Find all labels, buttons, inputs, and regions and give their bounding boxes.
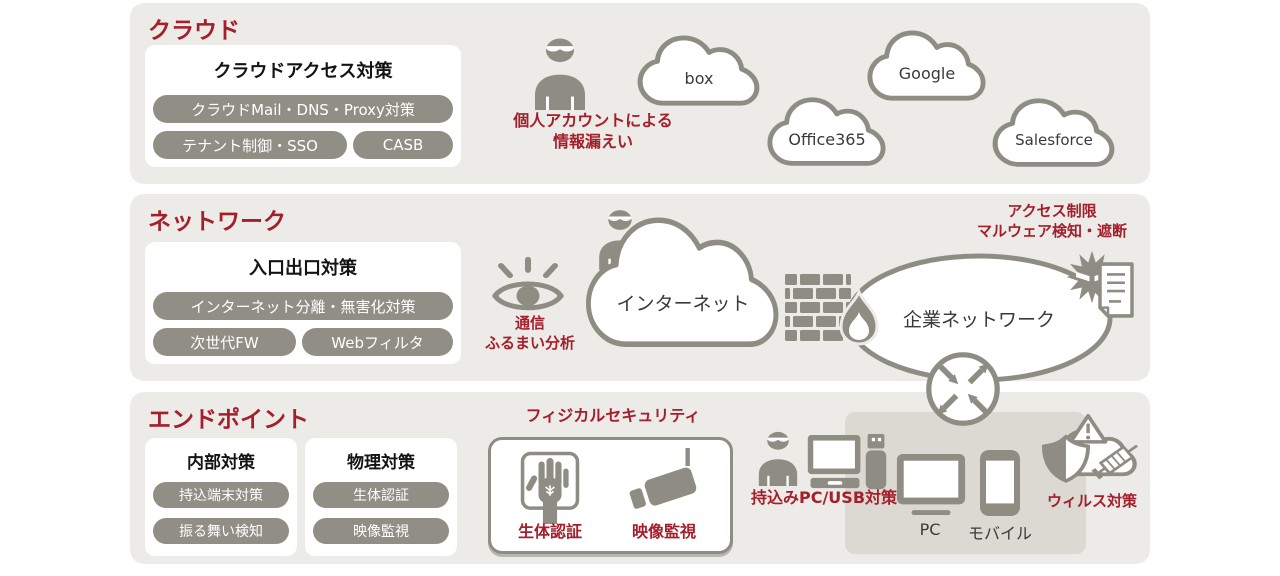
cloud-service-label: Salesforce <box>1015 131 1093 149</box>
physical-security-title: フィジカルセキュリティ <box>525 406 701 425</box>
camera-label: 映像監視 <box>631 522 696 541</box>
pill-internet-isolation: インターネット分離・無害化対策 <box>153 292 453 320</box>
pill-video-surveillance: 映像監視 <box>313 518 449 544</box>
section-cloud: クラウド クラウドアクセス対策 クラウドMail・DNS・Proxy対策 テナン… <box>130 3 1150 184</box>
pill-casb: CASB <box>353 131 453 159</box>
cloud-service-label: Google <box>898 63 956 83</box>
biometric-label: 生体認証 <box>517 522 582 541</box>
physical-measures-title: 物理対策 <box>347 453 415 473</box>
pill-biometric: 生体認証 <box>313 482 449 508</box>
antivirus-caption: ウィルス対策 <box>1046 492 1137 510</box>
cloud-access-card: クラウドアクセス対策 クラウドMail・DNS・Proxy対策 テナント制御・S… <box>145 45 461 167</box>
eye-icon <box>488 256 568 318</box>
attacker-icon <box>530 36 590 110</box>
access-restriction-caption: アクセス制限 マルウェア検知・遮断 <box>976 202 1127 240</box>
pill-byod-terminal: 持込端末対策 <box>153 482 289 508</box>
section-network-title: ネットワーク <box>148 209 286 235</box>
cloud-access-card-title: クラウドアクセス対策 <box>213 61 393 82</box>
physical-measures-card: 物理対策 生体認証 映像監視 <box>305 438 457 556</box>
byod-caption: 持込みPC/USB対策 <box>750 488 898 507</box>
router-icon <box>925 351 1001 427</box>
mobile-label: モバイル <box>967 524 1032 543</box>
gateway-card: 入口出口対策 インターネット分離・無害化対策 次世代FW Webフィルタ <box>145 242 461 364</box>
gateway-card-title: 入口出口対策 <box>249 258 357 279</box>
attacker-icon <box>755 430 801 486</box>
pc-label: PC <box>919 520 941 539</box>
flame-icon <box>836 287 882 348</box>
document-icon <box>1095 262 1137 318</box>
cloud-icon-salesforce: Salesforce <box>988 96 1120 172</box>
firewall-icon <box>785 274 851 346</box>
physical-security-box: 生体認証 映像監視 <box>488 437 733 554</box>
usb-icon <box>862 433 890 491</box>
antivirus-shield-icon <box>1038 414 1144 494</box>
internet-cloud-icon: インターネット <box>577 211 789 359</box>
internal-measures-title: 内部対策 <box>187 453 255 473</box>
internet-label: インターネット <box>616 292 750 315</box>
pill-ngfw: 次世代FW <box>153 328 296 356</box>
pill-tenant-sso: テナント制御・SSO <box>153 131 347 159</box>
section-endpoint: エンドポイント 内部対策 持込端末対策 振る舞い検知 物理対策 生体認証 映像監… <box>130 392 1150 564</box>
cloud-icon-office365: Office365 <box>763 95 891 171</box>
hand-scanner-icon <box>519 450 581 524</box>
section-endpoint-title: エンドポイント <box>148 407 309 433</box>
cloud-threat-caption: 個人アカウントによる 情報漏えい <box>513 111 673 151</box>
laptop-icon <box>806 435 864 489</box>
pill-cloud-mail-dns-proxy: クラウドMail・DNS・Proxy対策 <box>153 95 453 123</box>
mobile-icon <box>978 448 1022 518</box>
cloud-service-label: box <box>684 68 714 88</box>
internal-measures-card: 内部対策 持込端末対策 振る舞い検知 <box>145 438 297 556</box>
traffic-analysis-caption: 通信 ふるまい分析 <box>484 314 575 352</box>
enterprise-network-label: 企業ネットワーク <box>902 308 1055 331</box>
pill-behavior-detection: 振る舞い検知 <box>153 518 289 544</box>
section-cloud-title: クラウド <box>148 18 240 44</box>
section-network: ネットワーク 入口出口対策 インターネット分離・無害化対策 次世代FW Webフ… <box>130 194 1150 383</box>
cloud-icon-box: box <box>633 33 765 111</box>
surveillance-camera-icon <box>619 448 705 520</box>
cloud-service-label: Office365 <box>788 129 866 149</box>
pill-web-filter: Webフィルタ <box>302 328 453 356</box>
pc-icon <box>893 452 969 516</box>
cloud-icon-google: Google <box>863 28 991 106</box>
